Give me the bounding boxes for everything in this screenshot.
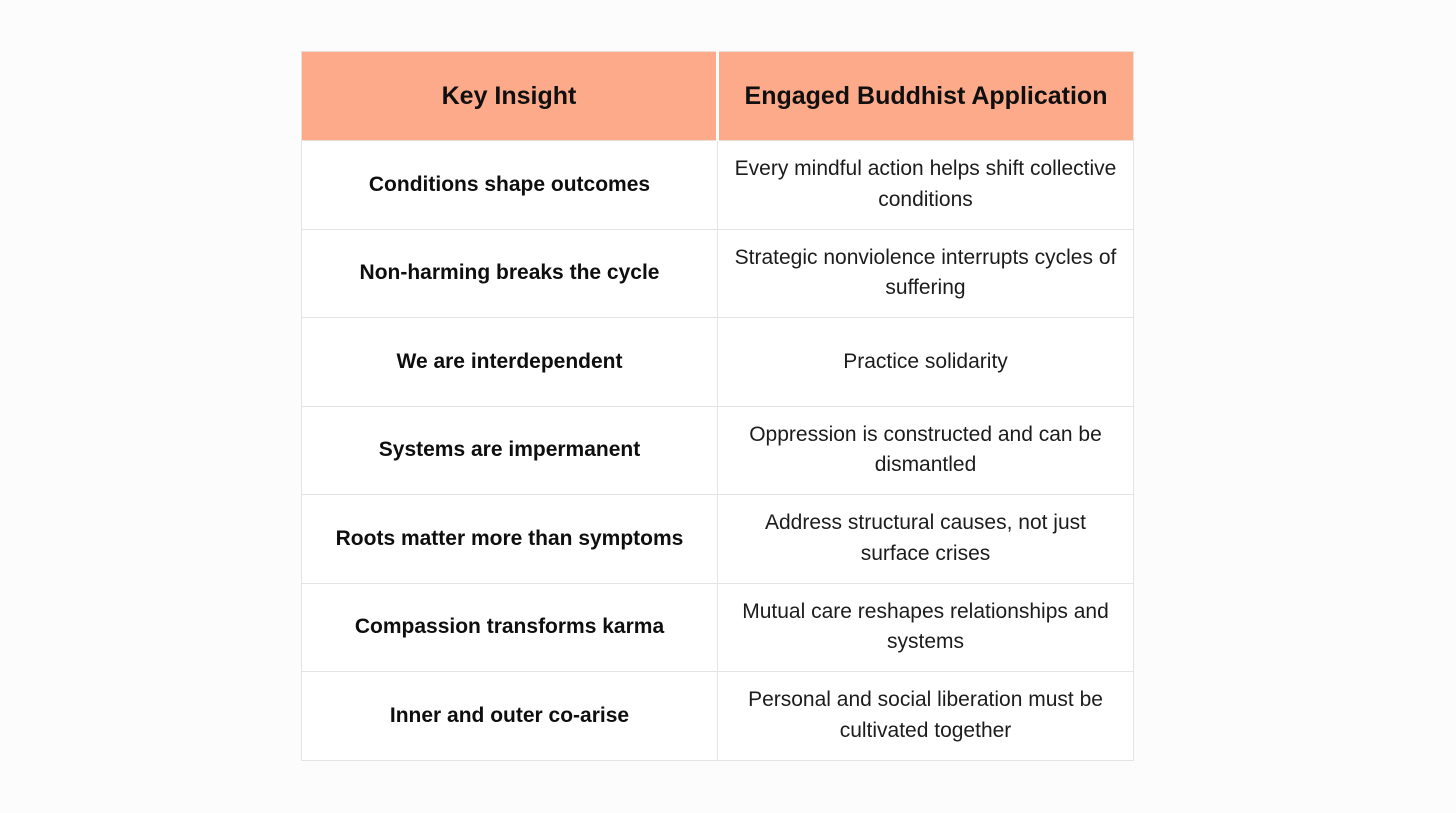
column-header-key-insight: Key Insight: [301, 51, 718, 141]
insight-cell: Systems are impermanent: [301, 405, 718, 495]
header-row: Key Insight Engaged Buddhist Application: [301, 51, 1134, 141]
table-header: Key Insight Engaged Buddhist Application: [301, 51, 1134, 141]
table-body: Conditions shape outcomes Every mindful …: [301, 140, 1134, 761]
insight-cell: Inner and outer co-arise: [301, 671, 718, 761]
application-cell: Oppression is constructed and can be dis…: [717, 405, 1134, 495]
application-cell: Every mindful action helps shift collect…: [717, 140, 1134, 230]
insight-cell: Compassion transforms karma: [301, 582, 718, 672]
application-cell: Mutual care reshapes relationships and s…: [717, 582, 1134, 672]
application-cell: Practice solidarity: [717, 317, 1134, 407]
insight-cell: Conditions shape outcomes: [301, 140, 718, 230]
insight-cell: Roots matter more than symptoms: [301, 494, 718, 584]
insights-table-container: Key Insight Engaged Buddhist Application…: [301, 51, 1134, 761]
insights-table: Key Insight Engaged Buddhist Application…: [301, 51, 1134, 761]
table-row: Non-harming breaks the cycle Strategic n…: [301, 228, 1134, 318]
application-cell: Strategic nonviolence interrupts cycles …: [717, 228, 1134, 318]
insight-cell: Non-harming breaks the cycle: [301, 228, 718, 318]
table-row: Systems are impermanent Oppression is co…: [301, 405, 1134, 495]
application-cell: Address structural causes, not just surf…: [717, 494, 1134, 584]
table-row: Inner and outer co-arise Personal and so…: [301, 671, 1134, 761]
column-header-engaged-buddhist-application: Engaged Buddhist Application: [716, 51, 1134, 141]
table-row: We are interdependent Practice solidarit…: [301, 317, 1134, 407]
insight-cell: We are interdependent: [301, 317, 718, 407]
table-row: Roots matter more than symptoms Address …: [301, 494, 1134, 584]
table-row: Compassion transforms karma Mutual care …: [301, 582, 1134, 672]
application-cell: Personal and social liberation must be c…: [717, 671, 1134, 761]
table-row: Conditions shape outcomes Every mindful …: [301, 140, 1134, 230]
